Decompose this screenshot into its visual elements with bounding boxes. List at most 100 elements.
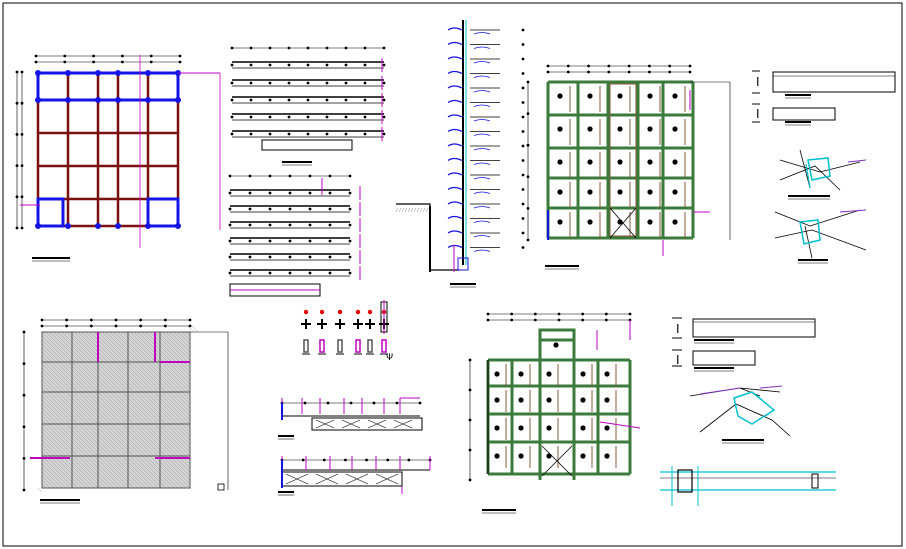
column-cross-section	[317, 319, 327, 329]
level-marker	[521, 86, 525, 90]
gusset-plate	[733, 391, 776, 425]
slab-hatch	[89, 331, 191, 433]
dimension-tick	[510, 312, 514, 316]
dimension-tick	[301, 458, 305, 462]
dimension-tick	[89, 324, 93, 328]
joint-detail	[774, 209, 867, 259]
support-marker	[308, 191, 312, 195]
support-marker	[248, 191, 252, 195]
step-note	[473, 235, 491, 238]
slab-opening	[604, 425, 610, 431]
slab-opening	[672, 159, 678, 165]
dimension-tick	[139, 324, 143, 328]
step-note	[473, 90, 491, 93]
support-marker	[249, 132, 253, 136]
dimension-tick	[149, 54, 153, 58]
support-marker	[268, 191, 272, 195]
support-marker	[268, 98, 272, 102]
slab-hatch	[41, 347, 183, 489]
column	[95, 223, 101, 229]
support-marker	[308, 271, 312, 275]
slab-hatch	[97, 331, 191, 425]
step-nosing	[447, 186, 463, 191]
support-marker	[348, 271, 352, 275]
dimension-tick	[627, 64, 631, 68]
dimension-tick	[526, 207, 530, 210]
slab-hatch	[137, 331, 191, 385]
level-marker	[521, 43, 525, 46]
step-note	[473, 104, 491, 107]
support-marker	[288, 271, 292, 275]
soil-hatch	[422, 207, 426, 213]
support-marker	[344, 81, 348, 85]
dimension-tick	[628, 312, 632, 316]
slab-hatch	[41, 447, 83, 489]
column	[145, 223, 151, 229]
dimension-tick	[382, 46, 386, 50]
slab-hatch	[189, 327, 195, 333]
column	[115, 223, 121, 229]
support-marker	[228, 191, 232, 195]
slab-plan-lower	[468, 312, 641, 514]
support-marker	[288, 255, 292, 259]
slab-opening	[587, 189, 593, 195]
stair-opening	[541, 445, 573, 477]
step-note	[473, 206, 491, 209]
support-marker	[268, 207, 272, 211]
slab-opening	[557, 93, 563, 99]
support-marker	[287, 81, 291, 85]
level-marker	[521, 57, 525, 61]
slab-opening	[672, 189, 678, 195]
dimension-tick	[22, 425, 26, 429]
blue-beam-zone	[36, 71, 180, 102]
soil-hatch	[407, 207, 411, 213]
dimension-tick	[306, 46, 310, 50]
support-marker	[344, 115, 348, 119]
dimension-tick	[15, 226, 19, 230]
slab-opening	[557, 189, 563, 195]
support-marker	[328, 271, 332, 275]
slab-opening	[557, 126, 563, 132]
support-marker	[363, 81, 367, 85]
support-marker	[348, 255, 352, 259]
support-marker	[228, 271, 232, 275]
support-marker	[328, 239, 332, 243]
slab-hatch	[177, 331, 191, 345]
soil-hatch	[404, 207, 408, 213]
level-marker	[521, 188, 525, 191]
support-marker	[268, 271, 272, 275]
support-marker	[348, 239, 352, 243]
column	[115, 70, 121, 76]
support-marker	[230, 132, 234, 136]
support-marker	[248, 271, 252, 275]
dimension-tick	[40, 318, 44, 322]
dimension-tick	[22, 330, 26, 334]
slab-opening	[587, 219, 593, 225]
support-marker	[249, 115, 253, 119]
support-marker	[308, 223, 312, 227]
support-marker	[344, 98, 348, 102]
slab-hatch	[41, 343, 187, 489]
slab-hatch	[105, 331, 191, 417]
slab-hatch	[125, 331, 191, 397]
support-marker	[287, 115, 291, 119]
column	[95, 70, 101, 76]
marker-box	[217, 483, 225, 491]
slab-opening	[672, 219, 678, 225]
support-marker	[228, 223, 232, 227]
slab-hatch	[41, 355, 175, 489]
dimension-tick	[178, 54, 182, 58]
dimension-tick	[63, 54, 67, 58]
column	[65, 223, 71, 229]
dimension-tick	[63, 60, 67, 64]
level-marker	[521, 115, 525, 119]
dimension-tick	[607, 70, 611, 74]
stirrup-cross	[375, 473, 399, 485]
dimension-tick	[486, 318, 490, 322]
slab-hatch	[189, 323, 199, 333]
dimension-tick	[248, 174, 252, 178]
level-marker	[521, 144, 525, 148]
hatched-slab-plan	[22, 318, 229, 504]
step-note	[473, 133, 491, 136]
level-marker	[521, 28, 525, 32]
